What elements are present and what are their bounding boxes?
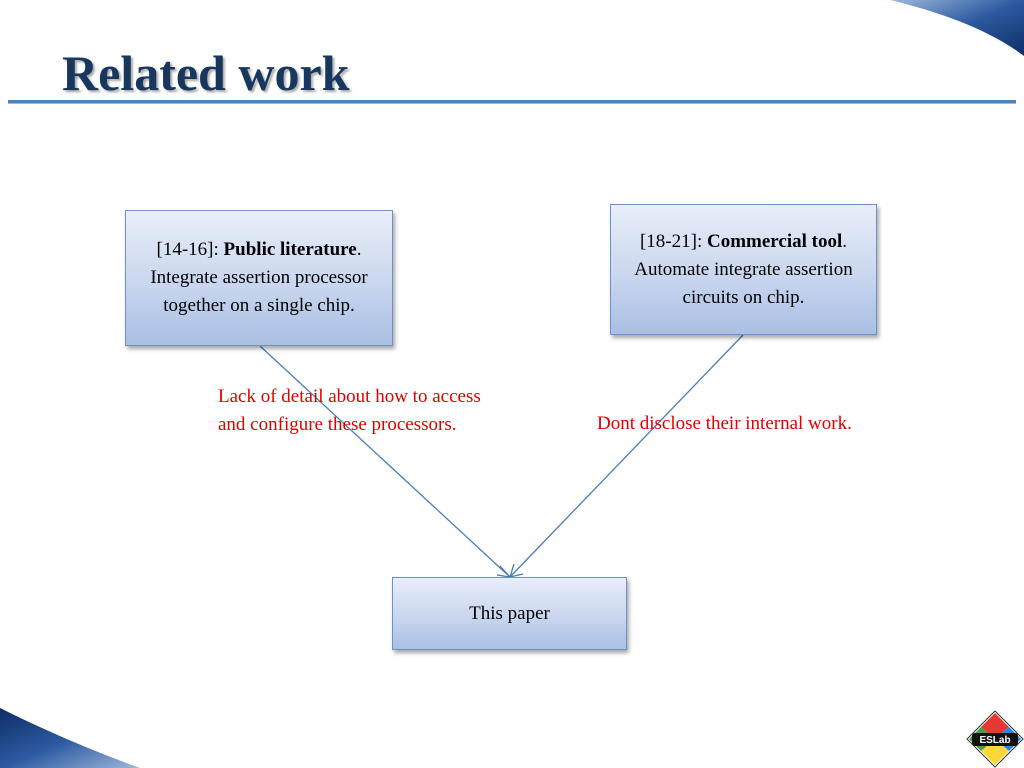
note-public-literature: Lack of detail about how to access and c… xyxy=(218,386,481,435)
box-public-period: . xyxy=(356,239,362,260)
note-commercial-tool: Dont disclose their internal work. xyxy=(597,413,852,434)
box-commercial-ref: [18-21]: xyxy=(639,230,707,252)
logo-text: ESLab xyxy=(979,735,1010,746)
slide-title: Related work xyxy=(62,45,350,101)
eslab-logo: ESLab xyxy=(966,710,1024,768)
box-commercial-description: Automate integrate assertion circuits on… xyxy=(634,258,853,308)
box-public-ref: [14-16]: xyxy=(156,239,224,260)
title-underline xyxy=(8,100,1016,104)
box-public-description: Integrate assertion processor together o… xyxy=(150,267,368,316)
box-this-paper: This paper xyxy=(392,577,627,650)
box-public-bold: Public literature xyxy=(223,239,357,260)
box-commercial-period: . xyxy=(842,230,847,252)
box-this-paper-label: This paper xyxy=(469,602,550,624)
box-commercial-tool: [18-21]: Commercial tool. Automate integ… xyxy=(610,204,877,335)
box-commercial-bold: Commercial tool xyxy=(707,230,843,252)
box-public-literature: [14-16]: Public literature. Integrate as… xyxy=(125,210,393,346)
arrow-commercial-to-paper xyxy=(509,334,744,578)
arrow-public-to-paper xyxy=(259,345,511,578)
